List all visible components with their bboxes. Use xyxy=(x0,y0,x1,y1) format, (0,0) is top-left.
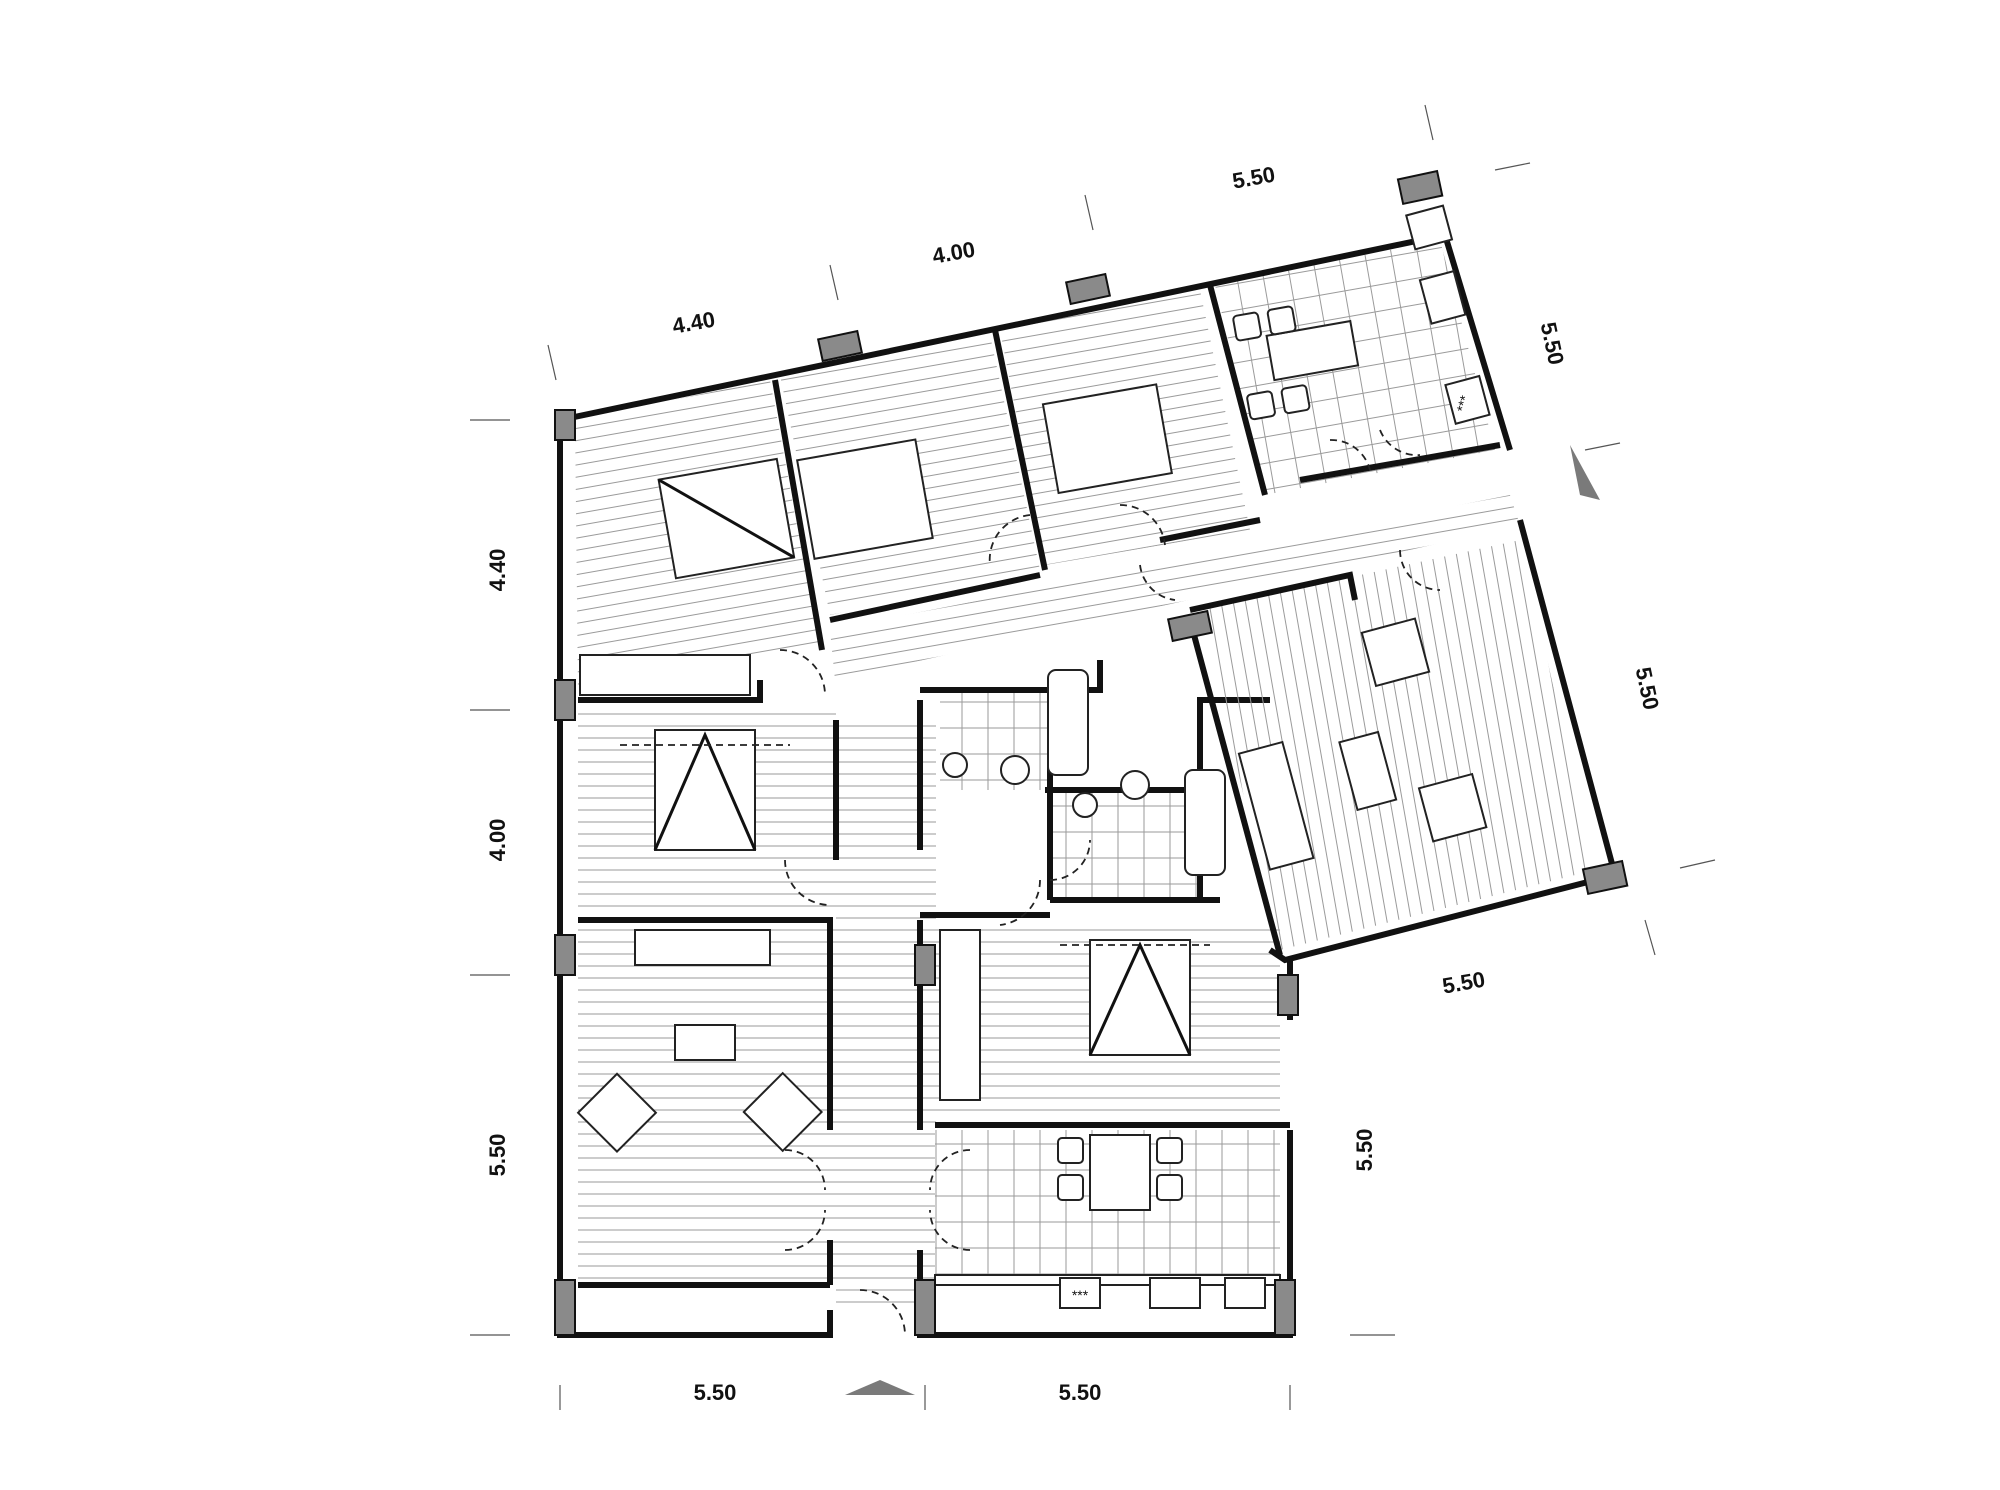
corridor-top-floor xyxy=(830,495,1520,680)
oven-label-right: *** xyxy=(1072,1287,1089,1303)
sink-top xyxy=(1418,269,1467,325)
wall-top-divider-1 xyxy=(772,379,825,651)
sink-right xyxy=(1149,1277,1201,1309)
chair-top-1 xyxy=(1232,311,1263,342)
door-swing xyxy=(784,1209,826,1251)
door-swing xyxy=(1329,439,1371,471)
column xyxy=(816,329,864,363)
door-swing xyxy=(988,514,1031,566)
armchair-left-2 xyxy=(742,1071,824,1153)
dining-table-top xyxy=(1265,319,1360,382)
dimension-right-living: 5.50 xyxy=(1631,665,1664,712)
chair-1 xyxy=(1057,1137,1084,1164)
dimension-right-bottom: 5.50 xyxy=(1352,1129,1377,1172)
wardrobe-right xyxy=(939,929,981,1101)
door-swing xyxy=(784,1149,826,1191)
door-swing xyxy=(1399,549,1441,591)
door-swing xyxy=(1049,839,1091,881)
chair-top-3 xyxy=(1246,390,1276,421)
wardrobe-left xyxy=(579,654,751,696)
furniture xyxy=(576,204,1491,1309)
bed-top-1-cover xyxy=(657,478,795,559)
door-swing xyxy=(779,649,826,696)
kitchen-top-floor xyxy=(1215,240,1495,495)
column xyxy=(1166,609,1214,643)
dimension-bottom-right: 5.50 xyxy=(1059,1380,1102,1405)
wall-corridor-bottom xyxy=(1189,571,1358,613)
oven-right-box xyxy=(1059,1277,1101,1309)
armchair-right-1 xyxy=(1360,617,1431,688)
north-arrow-icon xyxy=(1570,445,1600,500)
dimension-lines xyxy=(470,104,1716,1410)
dimension-left-bottom: 5.50 xyxy=(485,1134,510,1177)
coffee-table-left xyxy=(674,1024,736,1061)
door-swings xyxy=(779,429,1441,1336)
column xyxy=(554,409,576,441)
dimension-top-second: 4.00 xyxy=(930,237,977,269)
chair-top-4 xyxy=(1280,384,1311,415)
door-swing xyxy=(784,859,831,906)
sofa-right xyxy=(1237,740,1315,871)
wall-top-rooms-bottom xyxy=(829,442,1501,623)
column xyxy=(1064,272,1112,306)
wall-living-left xyxy=(1187,619,1283,956)
stove-right xyxy=(1224,1277,1266,1309)
bed-top-3 xyxy=(1041,383,1173,495)
door-swing xyxy=(929,1209,971,1251)
chair-2 xyxy=(1057,1174,1084,1201)
door-swing xyxy=(1379,429,1421,456)
column xyxy=(914,1279,936,1336)
dimension-top-first: 4.40 xyxy=(670,307,717,339)
bed-top-2 xyxy=(795,438,934,560)
bed-right-cover xyxy=(1088,941,1192,1056)
bathtub-upper xyxy=(1047,669,1089,776)
oven-label-top: *** xyxy=(1453,393,1473,413)
armchair-right-2 xyxy=(1417,772,1488,843)
stove-top xyxy=(1405,204,1454,251)
column xyxy=(554,1279,576,1336)
door-swing xyxy=(929,1149,971,1191)
column xyxy=(1274,1279,1296,1336)
dimension-left-top: 4.40 xyxy=(485,549,510,592)
dimension-bottom-left: 5.50 xyxy=(694,1380,737,1405)
door-swing xyxy=(999,879,1041,926)
dimension-wing-bottom: 5.50 xyxy=(1440,967,1487,999)
chair-top-2 xyxy=(1266,305,1297,336)
door-swing xyxy=(1139,564,1176,601)
armchair-left-1 xyxy=(576,1072,658,1154)
dimension-top-third: 5.50 xyxy=(1230,162,1277,194)
column xyxy=(1396,169,1444,206)
wall-top-divider-2 xyxy=(992,329,1048,571)
wall-bath-block xyxy=(917,660,1270,900)
column xyxy=(1581,859,1629,896)
bathtub-lower xyxy=(1184,769,1226,876)
toilet-2 xyxy=(1072,792,1098,818)
basin-2 xyxy=(1120,770,1150,800)
sofa-left xyxy=(634,929,771,966)
outer-wall-left xyxy=(557,420,833,1338)
coffee-table-right xyxy=(1338,730,1398,812)
chair-4 xyxy=(1156,1174,1183,1201)
toilet-1 xyxy=(942,752,968,778)
chair-3 xyxy=(1156,1137,1183,1164)
column xyxy=(554,679,576,721)
basin-1 xyxy=(1000,755,1030,785)
oven-top-box xyxy=(1444,374,1491,425)
dimension-left-middle: 4.00 xyxy=(485,819,510,862)
column xyxy=(1277,974,1299,1016)
door-swing xyxy=(859,1289,906,1336)
wall-bedroom-left-top xyxy=(578,680,763,703)
column xyxy=(914,944,936,986)
entrance-arrow-icon xyxy=(845,1380,915,1395)
bed-right xyxy=(1089,939,1191,1056)
wall-top-divider-3 xyxy=(1207,284,1268,496)
dining-table-right xyxy=(1089,1134,1151,1211)
columns xyxy=(554,169,1629,1336)
wall-bedroom-left-bottom xyxy=(578,917,833,1130)
bed-left-cover xyxy=(653,731,757,851)
column xyxy=(554,934,576,976)
dimension-right-upper: 5.50 xyxy=(1536,320,1569,367)
bed-left xyxy=(654,729,756,851)
